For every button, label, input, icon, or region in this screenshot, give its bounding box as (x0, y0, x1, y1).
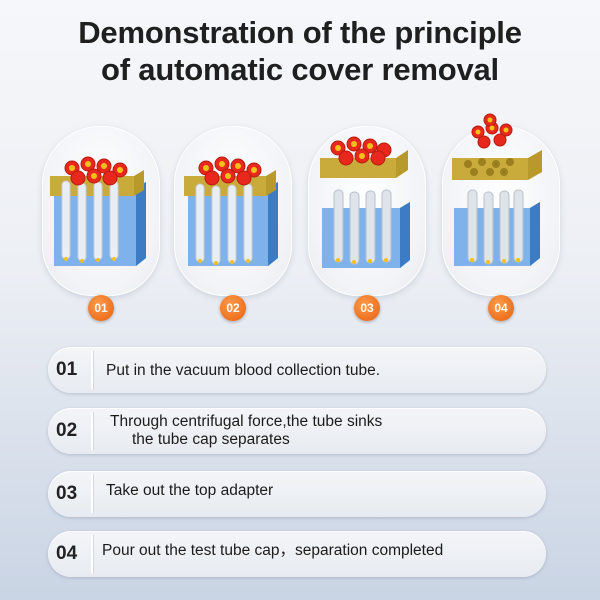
stage-3-illustration (320, 136, 410, 268)
step-number: 02 (56, 420, 78, 441)
stage-4-badge: 04 (488, 295, 514, 321)
step-number: 03 (56, 483, 78, 504)
step-row-3: 03 Take out the top adapter (48, 471, 546, 517)
step-text: Put in the vacuum blood collection tube. (106, 361, 381, 379)
step-text-line-1: Through centrifugal force,the tube sinks (110, 413, 383, 430)
process-diagram: 01 02 (0, 112, 600, 332)
step-number: 01 (56, 359, 78, 380)
step-text: Pour out the test tube cap，separation co… (102, 542, 444, 559)
step-row-4: 04 Pour out the test tube cap，separation… (48, 531, 546, 577)
divider (91, 475, 93, 513)
step-row-2: 02 Through centrifugal force,the tube si… (48, 408, 546, 454)
stage-2-badge: 02 (220, 295, 246, 321)
title-line-1: Demonstration of the principle (78, 15, 522, 50)
step-text-line-2: the tube cap separates (132, 431, 290, 448)
stage-4-illustration (452, 113, 542, 266)
divider (91, 535, 93, 573)
page-title: Demonstration of the principle of automa… (0, 14, 600, 88)
stage-2-illustration (184, 156, 278, 266)
stage-1-badge: 01 (88, 295, 114, 321)
step-text: Take out the top adapter (106, 482, 274, 499)
step-number: 04 (56, 543, 78, 564)
title-line-2: of automatic cover removal (101, 52, 499, 87)
stage-3-badge: 03 (354, 295, 380, 321)
divider (91, 412, 93, 450)
step-row-1: 01 Put in the vacuum blood collection tu… (48, 347, 546, 393)
divider (91, 351, 93, 389)
stage-1-illustration (50, 156, 146, 266)
